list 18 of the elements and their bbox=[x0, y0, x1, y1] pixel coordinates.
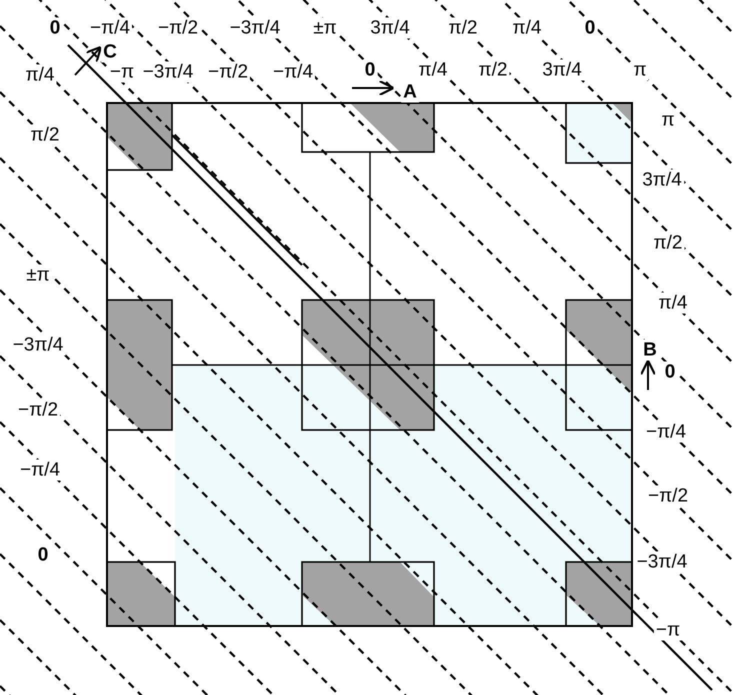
phase-label: π/2 bbox=[28, 124, 62, 146]
phase-label: −3π/4 bbox=[140, 62, 196, 82]
point-label: C bbox=[101, 42, 119, 62]
phase-label: −π/2 bbox=[206, 62, 250, 82]
phase-label: −π/2 bbox=[646, 486, 690, 506]
phase-label: 3π/4 bbox=[540, 60, 584, 80]
point-label: A bbox=[401, 82, 419, 102]
phase-label: π/4 bbox=[656, 292, 690, 314]
phase-label: −π bbox=[654, 620, 682, 640]
phase-label: π/4 bbox=[510, 18, 544, 38]
phase-label: −π/4 bbox=[644, 422, 688, 442]
phase-label: −3π/4 bbox=[10, 334, 66, 356]
phase-label: π/2 bbox=[446, 18, 480, 38]
phase-label: −3π/4 bbox=[228, 18, 282, 38]
phase-label: −3π/4 bbox=[634, 552, 690, 572]
phase-label: 3π/4 bbox=[368, 18, 412, 38]
phase-label: π/4 bbox=[24, 64, 56, 86]
phase-label: −π/4 bbox=[18, 460, 62, 480]
